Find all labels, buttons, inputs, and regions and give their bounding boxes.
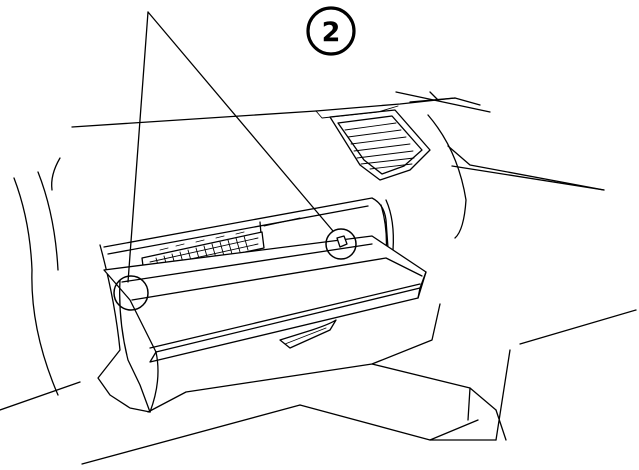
right-stop-circle	[325, 228, 357, 260]
dashboard-top	[71, 91, 605, 191]
right-stop-tab	[336, 235, 348, 248]
left-stop-circle	[113, 275, 149, 311]
air-vent	[329, 109, 431, 181]
step-number-text: 2	[322, 17, 341, 48]
step-number-circle	[306, 6, 356, 56]
dashboard-body	[0, 114, 637, 465]
step-number-badge: 2	[306, 6, 356, 56]
right-stop-callout	[325, 228, 357, 260]
left-stop-callout	[113, 275, 149, 311]
glove-box-door	[103, 235, 427, 413]
door-handle	[279, 319, 337, 349]
leader-lines	[127, 11, 334, 283]
